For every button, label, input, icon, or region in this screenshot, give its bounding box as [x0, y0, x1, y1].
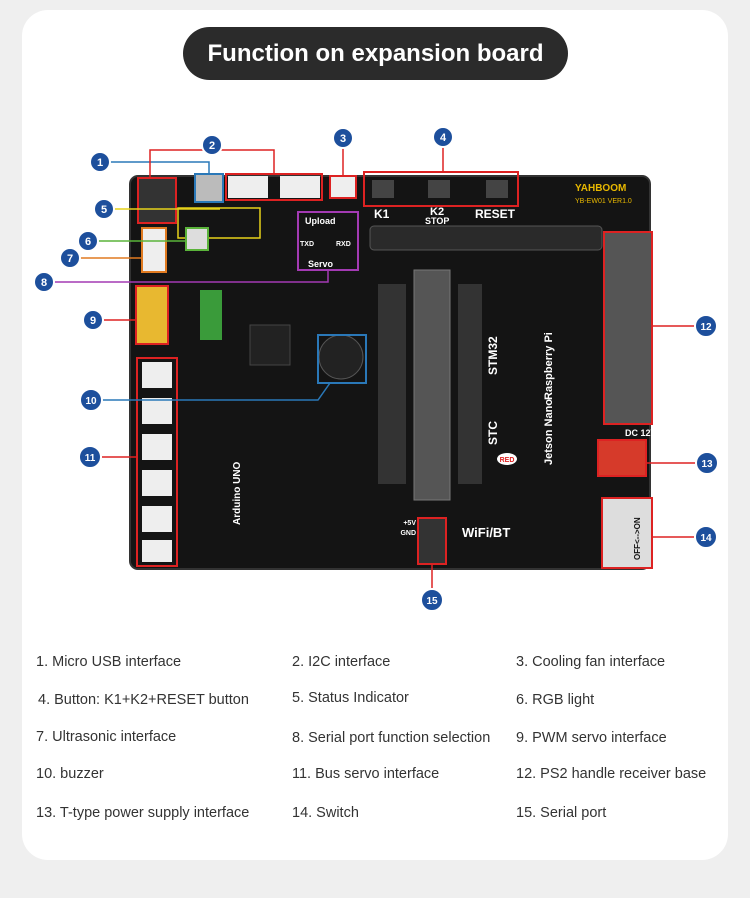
- i2c-header: [137, 177, 177, 224]
- upload-label: Upload: [305, 216, 336, 226]
- page-title: Function on expansion board: [183, 27, 568, 80]
- callout-11: 11: [78, 445, 102, 469]
- t-type-power-connector: [597, 439, 647, 477]
- legend-item: 15. Serial port: [516, 805, 607, 821]
- callout-15: 15: [420, 588, 444, 612]
- serial-port-header: [417, 517, 447, 565]
- button-k2: [428, 180, 450, 198]
- svg-text:1: 1: [97, 157, 103, 169]
- callout-9: 9: [82, 309, 104, 331]
- raspberry-label: Raspberry Pi: [543, 332, 555, 400]
- i2c-connector: [228, 176, 268, 198]
- legend-item: 6. RGB light: [516, 692, 595, 708]
- txd-label: TXD: [300, 241, 314, 248]
- pin-header-40: [413, 269, 451, 501]
- pwm-servo-header: [135, 285, 169, 345]
- callout-14: 14: [694, 525, 718, 549]
- legend-item: 2. I2C interface: [292, 654, 391, 670]
- svg-text:5: 5: [101, 204, 107, 216]
- power-switch: [601, 497, 653, 569]
- callout-6: 6: [77, 230, 99, 252]
- callout-13: 13: [695, 451, 719, 475]
- mcu-chip: [249, 324, 291, 366]
- svg-text:12: 12: [700, 322, 712, 333]
- legend-item: 13. T-type power supply interface: [36, 805, 250, 821]
- svg-text:13: 13: [701, 459, 713, 470]
- callout-12: 12: [694, 314, 718, 338]
- svg-text:11: 11: [85, 453, 96, 464]
- legend-item: 12. PS2 handle receiver base: [516, 766, 707, 782]
- bus-servo-interfaces: [136, 357, 178, 567]
- edge-slot: [369, 225, 603, 251]
- svg-text:8: 8: [41, 277, 47, 289]
- micro-usb-port: [194, 173, 224, 203]
- gnd-label: GND: [400, 530, 416, 537]
- reset-label: RESET: [475, 207, 516, 221]
- button-reset: [486, 180, 508, 198]
- legend-item: 9. PWM servo interface: [516, 730, 667, 746]
- callout-3: 3: [332, 127, 354, 149]
- k2-label: K2: [430, 206, 444, 218]
- jetson-label: Jetson Nano: [543, 399, 555, 465]
- svg-text:15: 15: [426, 596, 438, 607]
- button-k1: [372, 180, 394, 198]
- servo-label: Servo: [308, 259, 334, 269]
- switch-label: OFF<-->ON: [633, 517, 642, 560]
- legend-item: 1. Micro USB interface: [36, 654, 182, 670]
- legend-item: 11. Bus servo interface: [292, 766, 440, 782]
- callout-4: 4: [432, 126, 454, 148]
- stc-label: STC: [486, 421, 500, 445]
- legend-item: 14. Switch: [292, 805, 359, 821]
- buzzer: [317, 334, 367, 384]
- legend-item: 5. Status Indicator: [292, 690, 409, 706]
- callout-8: 8: [33, 271, 55, 293]
- callout-7: 7: [59, 247, 81, 269]
- legend-item: 10. buzzer: [36, 766, 104, 782]
- rxd-label: RXD: [336, 241, 351, 248]
- legend-item: 3. Cooling fan interface: [516, 654, 666, 670]
- arduino-label: Arduino UNO: [232, 461, 243, 525]
- callout-2: 2: [201, 134, 223, 156]
- pin-header: [378, 284, 406, 484]
- k1-label: K1: [374, 207, 390, 221]
- fan-connector: [329, 175, 357, 199]
- svg-text:7: 7: [67, 253, 73, 265]
- dc-label: DC 12V: [625, 428, 657, 438]
- pin-header: [458, 284, 482, 484]
- svg-text:10: 10: [85, 396, 97, 407]
- wifi-label: WiFi/BT: [462, 525, 510, 540]
- svg-text:3: 3: [340, 133, 346, 145]
- brand-logo: YAHBOOM: [575, 183, 626, 194]
- legend-item: 7. Ultrasonic interface: [36, 729, 177, 745]
- callout-5: 5: [93, 198, 115, 220]
- model-label: YB-EW01 VER1.0: [575, 198, 632, 205]
- ps2-receiver-base: [603, 231, 653, 425]
- red-label: RED: [500, 457, 515, 464]
- legend-item: 8. Serial port function selection: [292, 730, 491, 746]
- stm32-label: STM32: [486, 336, 500, 375]
- callout-1: 1: [89, 151, 111, 173]
- callout-10: 10: [79, 388, 103, 412]
- svg-text:2: 2: [209, 140, 215, 152]
- svg-text:9: 9: [90, 315, 96, 327]
- ultrasonic-connector: [141, 227, 167, 273]
- callout-markers: 1 2 3 4 5 6 7 8 9 10 11 12 13 14 15: [33, 126, 719, 612]
- legend-item: 4. Button: K1+K2+RESET button: [38, 692, 249, 708]
- svg-text:4: 4: [440, 132, 447, 144]
- plus5v-label: +5V: [403, 520, 416, 527]
- svg-text:14: 14: [700, 533, 712, 544]
- stop-label: STOP: [425, 216, 449, 226]
- rgb-light: [185, 227, 209, 251]
- status-leds: [200, 290, 222, 340]
- i2c-connector: [280, 176, 320, 198]
- svg-text:6: 6: [85, 236, 91, 248]
- red-led-marker: [497, 453, 517, 465]
